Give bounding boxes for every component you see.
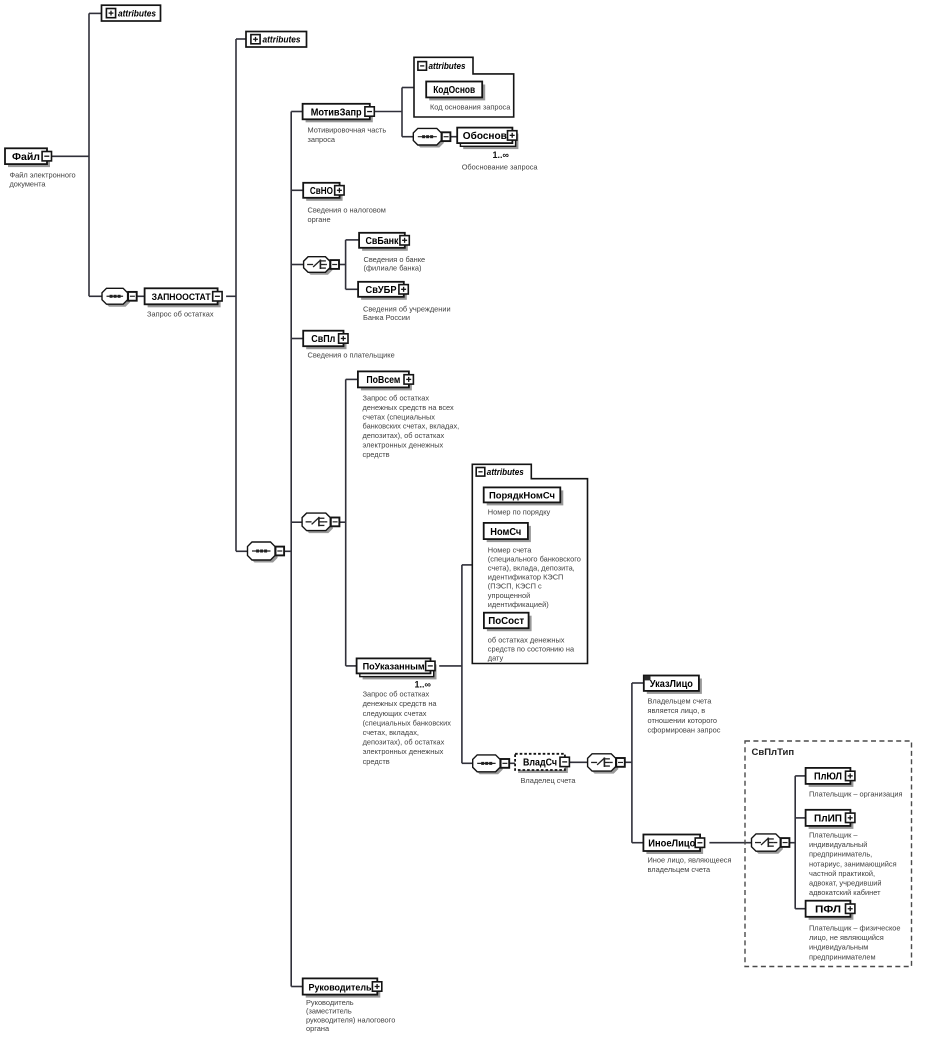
svg-text:идентификатор КЭСП: идентификатор КЭСП (488, 573, 564, 582)
svg-text:счетах (специальных: счетах (специальных (363, 412, 436, 421)
svg-text:сформирован запрос: сформирован запрос (648, 726, 721, 735)
svg-text:запроса: запроса (308, 135, 336, 144)
svg-text:attributes: attributes (487, 467, 524, 477)
svg-text:Номер счета: Номер счета (488, 546, 532, 555)
svg-text:Файл электронного: Файл электронного (10, 171, 76, 180)
svg-text:Плательщик –: Плательщик – (809, 831, 858, 840)
svg-text:депозитах), об остатках: депозитах), об остатках (363, 431, 445, 440)
svg-text:(специального банковского: (специального банковского (488, 555, 581, 564)
svg-text:индивидуальный: индивидуальный (809, 840, 867, 849)
svg-text:документа: документа (10, 180, 47, 189)
svg-text:Владелец счета: Владелец счета (521, 776, 577, 785)
svg-text:об остатках денежных: об остатках денежных (488, 636, 565, 645)
svg-text:дату: дату (488, 654, 504, 663)
svg-text:attributes: attributes (263, 35, 301, 45)
svg-text:Руководитель: Руководитель (306, 998, 354, 1007)
svg-text:отношении которого: отношении которого (648, 716, 718, 725)
svg-text:Обоснов: Обоснов (463, 130, 507, 142)
svg-text:(ПЭСП, КЭСП с: (ПЭСП, КЭСП с (488, 582, 542, 591)
svg-text:органа: органа (306, 1024, 330, 1033)
svg-text:ПоУказанным: ПоУказанным (363, 662, 425, 673)
svg-text:руководителя) налогового: руководителя) налогового (306, 1015, 395, 1024)
svg-text:Банка России: Банка России (363, 313, 410, 322)
svg-text:депозитах), об остатках: депозитах), об остатках (363, 738, 445, 747)
svg-text:является лицо, в: является лицо, в (648, 706, 706, 715)
svg-text:денежных средств на: денежных средств на (363, 699, 438, 708)
svg-text:Мотивировочная часть: Мотивировочная часть (308, 125, 387, 134)
svg-text:ПорядкНомСч: ПорядкНомСч (489, 491, 555, 502)
svg-text:следующих счетах: следующих счетах (363, 709, 427, 718)
svg-text:ПФЛ: ПФЛ (815, 905, 841, 916)
svg-text:СвПл: СвПл (311, 334, 335, 345)
svg-text:Сведения о банке: Сведения о банке (364, 255, 426, 264)
svg-text:Иное лицо, являющееся: Иное лицо, являющееся (648, 856, 732, 865)
svg-text:средств: средств (363, 757, 390, 766)
svg-text:индивидуальным: индивидуальным (809, 943, 868, 952)
svg-text:ПлЮЛ: ПлЮЛ (814, 772, 842, 783)
svg-text:банковских счетах, вкладах,: банковских счетах, вкладах, (363, 422, 460, 431)
svg-text:Запрос об остатках: Запрос об остатках (147, 310, 214, 319)
svg-text:attributes: attributes (429, 61, 466, 71)
svg-text:МотивЗапр: МотивЗапр (311, 107, 362, 118)
svg-text:электронных денежных: электронных денежных (363, 441, 444, 450)
svg-text:ИноеЛицо: ИноеЛицо (648, 839, 695, 850)
svg-text:attributes: attributes (118, 8, 156, 18)
svg-text:(специальных банковских: (специальных банковских (363, 718, 452, 727)
svg-text:ПлИП: ПлИП (814, 814, 842, 825)
svg-text:денежных средств на всех: денежных средств на всех (363, 403, 454, 412)
svg-text:адвокатский кабинет: адвокатский кабинет (809, 888, 881, 897)
svg-text:нотариус, занимающийся: нотариус, занимающийся (809, 859, 897, 868)
svg-text:СвУБР: СвУБР (366, 285, 397, 296)
svg-text:лицо, не являющийся: лицо, не являющийся (809, 933, 884, 942)
svg-text:Плательщик – организация: Плательщик – организация (809, 790, 903, 799)
svg-text:идентификацией): идентификацией) (488, 600, 549, 609)
svg-text:частной практикой,: частной практикой, (809, 869, 875, 878)
svg-text:СвБанк: СвБанк (366, 236, 400, 247)
svg-text:(заместитель: (заместитель (306, 1007, 352, 1016)
svg-text:упрощенной: упрощенной (488, 591, 530, 600)
svg-text:Сведения о плательщике: Сведения о плательщике (308, 351, 395, 360)
svg-text:СвНО: СвНО (310, 186, 333, 197)
svg-text:Файл: Файл (12, 152, 40, 163)
svg-text:Запрос об остатках: Запрос об остатках (363, 394, 430, 403)
svg-text:средств по состоянию на: средств по состоянию на (488, 645, 575, 654)
svg-text:счета), вклада, депозита,: счета), вклада, депозита, (488, 564, 575, 573)
svg-text:Код основания запроса: Код основания запроса (430, 102, 511, 111)
svg-text:СвПлТип: СвПлТип (752, 747, 795, 758)
svg-text:Сведения о налоговом: Сведения о налоговом (308, 205, 386, 214)
svg-text:1..∞: 1..∞ (493, 150, 510, 160)
svg-text:Руководитель: Руководитель (309, 982, 372, 993)
svg-text:ПоВсем: ПоВсем (366, 375, 400, 386)
svg-text:Плательщик – физическое: Плательщик – физическое (809, 924, 900, 933)
svg-text:1..∞: 1..∞ (415, 680, 432, 690)
svg-text:Обоснование запроса: Обоснование запроса (462, 162, 539, 171)
svg-text:электронных денежных: электронных денежных (363, 747, 444, 756)
svg-text:Номер по порядку: Номер по порядку (488, 508, 551, 517)
svg-text:ЗАПНООСТАТ: ЗАПНООСТАТ (152, 292, 211, 303)
svg-text:предпринимателем: предпринимателем (809, 952, 876, 961)
svg-text:Владельцем счета: Владельцем счета (648, 697, 713, 706)
svg-text:органе: органе (308, 215, 331, 224)
svg-text:ВладСч: ВладСч (523, 758, 557, 769)
svg-text:средств: средств (363, 450, 390, 459)
svg-text:УказЛицо: УказЛицо (650, 679, 693, 690)
svg-text:Сведения об учреждении: Сведения об учреждении (363, 304, 451, 313)
svg-text:НомСч: НомСч (490, 527, 521, 538)
svg-text:владельцем счета: владельцем счета (648, 865, 712, 874)
svg-text:(филиале банка): (филиале банка) (364, 264, 422, 273)
svg-text:Запрос об остатках: Запрос об остатках (363, 690, 430, 699)
svg-text:ПоСост: ПоСост (488, 616, 524, 627)
svg-text:адвокат, учредивший: адвокат, учредивший (809, 879, 882, 888)
svg-text:предприниматель,: предприниматель, (809, 850, 872, 859)
svg-text:счетах, вкладах,: счетах, вкладах, (363, 728, 419, 737)
svg-text:КодОснов: КодОснов (433, 85, 475, 96)
